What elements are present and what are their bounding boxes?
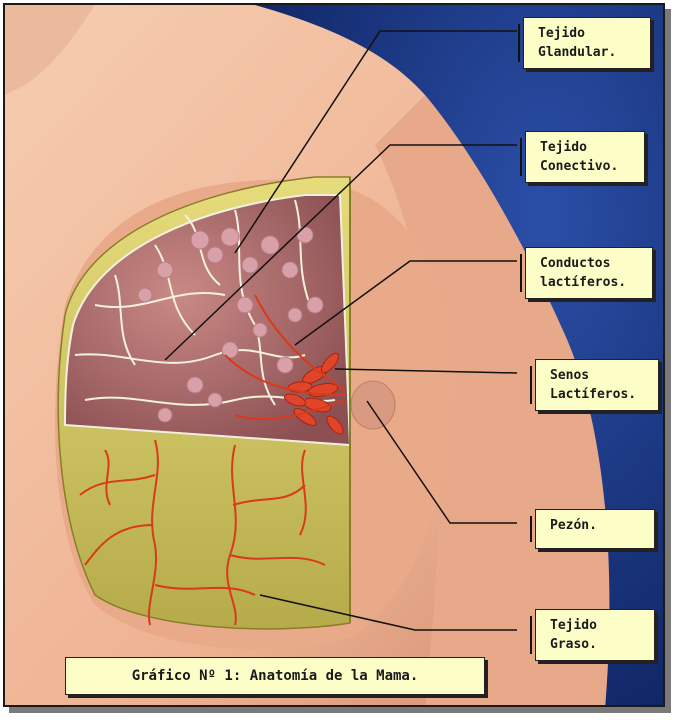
label-line: lactíferos. [540,273,644,292]
label-line: Lactíferos. [550,385,650,404]
label-line: Conectivo. [540,157,636,176]
illustration-frame: Tejido Glandular. Tejido Conectivo. Cond… [3,3,665,707]
label-line: Graso. [550,635,646,654]
label-line: Tejido [538,24,642,43]
label-tejido-conectivo: Tejido Conectivo. [525,131,645,183]
label-line: Glandular. [538,43,642,62]
label-tejido-graso: Tejido Graso. [535,609,655,661]
label-line: Pezón. [550,516,646,535]
label-line: Conductos [540,254,644,273]
figure-caption: Gráfico Nº 1: Anatomía de la Mama. [65,657,485,695]
label-conductos-lactiferos: Conductos lactíferos. [525,247,653,299]
nipple [351,381,395,429]
label-tejido-glandular: Tejido Glandular. [523,17,651,69]
label-pezon: Pezón. [535,509,655,549]
breast-anatomy-illustration [5,5,665,707]
label-line: Tejido [550,616,646,635]
label-line: Senos [550,366,650,385]
label-senos-lactiferos: Senos Lactíferos. [535,359,659,411]
label-line: Tejido [540,138,636,157]
